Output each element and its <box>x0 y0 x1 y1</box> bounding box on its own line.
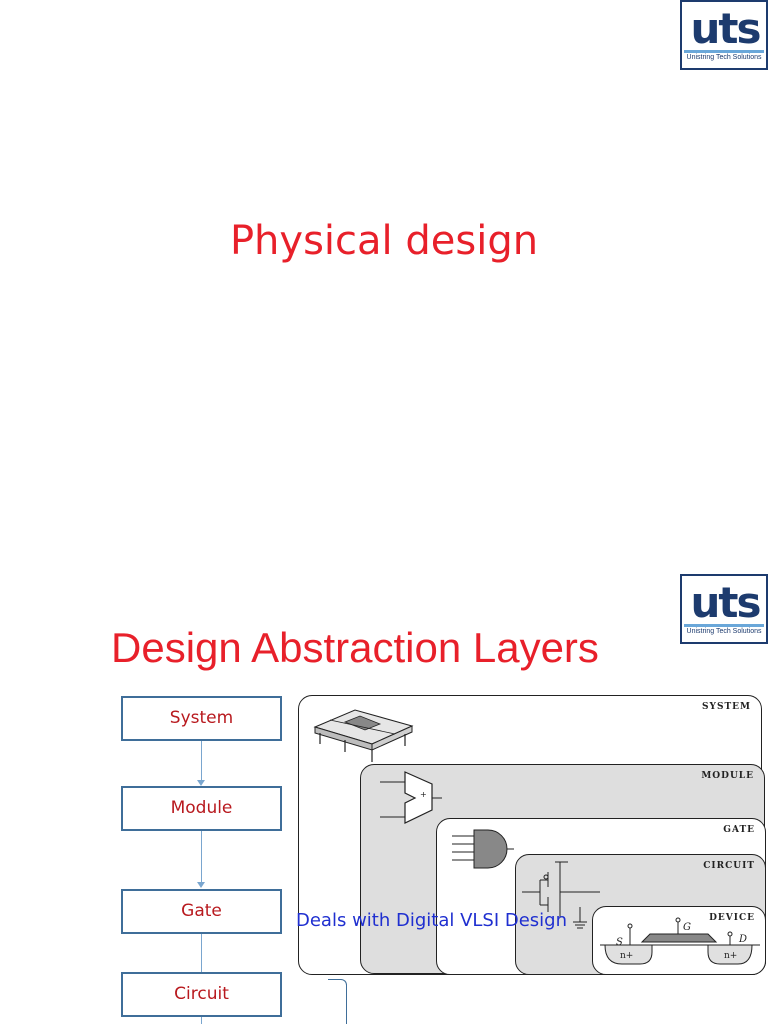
slide-title: Design Abstraction Layers <box>111 624 599 671</box>
layer-label-module: MODULE <box>701 771 754 781</box>
logo-mark: uts <box>690 4 762 53</box>
layer-label-gate: GATE <box>723 825 755 835</box>
adder-icon: + <box>380 771 442 824</box>
flow-arrow <box>201 831 202 883</box>
logo-bar <box>684 624 764 627</box>
slide-physical-design: uts Unistring Tech Solutions Physical de… <box>229 0 768 264</box>
note-text: Deals with Digital VLSI Design <box>296 910 568 931</box>
arrowhead-icon <box>197 780 205 786</box>
bracket-line <box>328 979 347 1024</box>
device-label-gate: G <box>683 922 691 933</box>
flow-box-gate: Gate <box>121 889 282 934</box>
flow-arrow <box>201 1017 202 1024</box>
device-label-source: S <box>616 937 623 948</box>
flow-box-circuit: Circuit <box>121 972 282 1017</box>
transistor-circuit-icon <box>522 861 600 929</box>
layer-label-device: DEVICE <box>709 913 755 923</box>
chip-board-icon <box>313 709 414 762</box>
flow-arrow <box>201 934 202 972</box>
device-label-drain: D <box>738 934 747 945</box>
layer-label-system: SYSTEM <box>702 702 751 712</box>
logo-mark: uts <box>690 578 762 627</box>
uts-logo: uts Unistring Tech Solutions <box>680 574 768 644</box>
device-label-n-plus-right: n+ <box>724 951 737 961</box>
flow-arrow <box>201 741 202 781</box>
svg-text:+: + <box>420 790 427 799</box>
and-gate-icon <box>452 829 514 869</box>
slide-title: Physical design <box>229 218 539 264</box>
flow-box-system: System <box>121 696 282 741</box>
arrowhead-icon <box>197 882 205 888</box>
slide-design-abstraction-layers: uts Unistring Tech Solutions Design Abst… <box>0 512 768 1024</box>
layer-label-circuit: CIRCUIT <box>703 861 755 871</box>
device-label-n-plus-left: n+ <box>620 951 633 961</box>
flow-box-module: Module <box>121 786 282 831</box>
mosfet-device-icon <box>600 917 760 965</box>
layer-illustrations: + <box>313 709 760 965</box>
uts-logo: uts Unistring Tech Solutions <box>680 0 768 70</box>
logo-subtitle: Unistring Tech Solutions <box>686 628 762 635</box>
logo-bar <box>684 50 764 53</box>
logo-subtitle: Unistring Tech Solutions <box>686 54 762 61</box>
